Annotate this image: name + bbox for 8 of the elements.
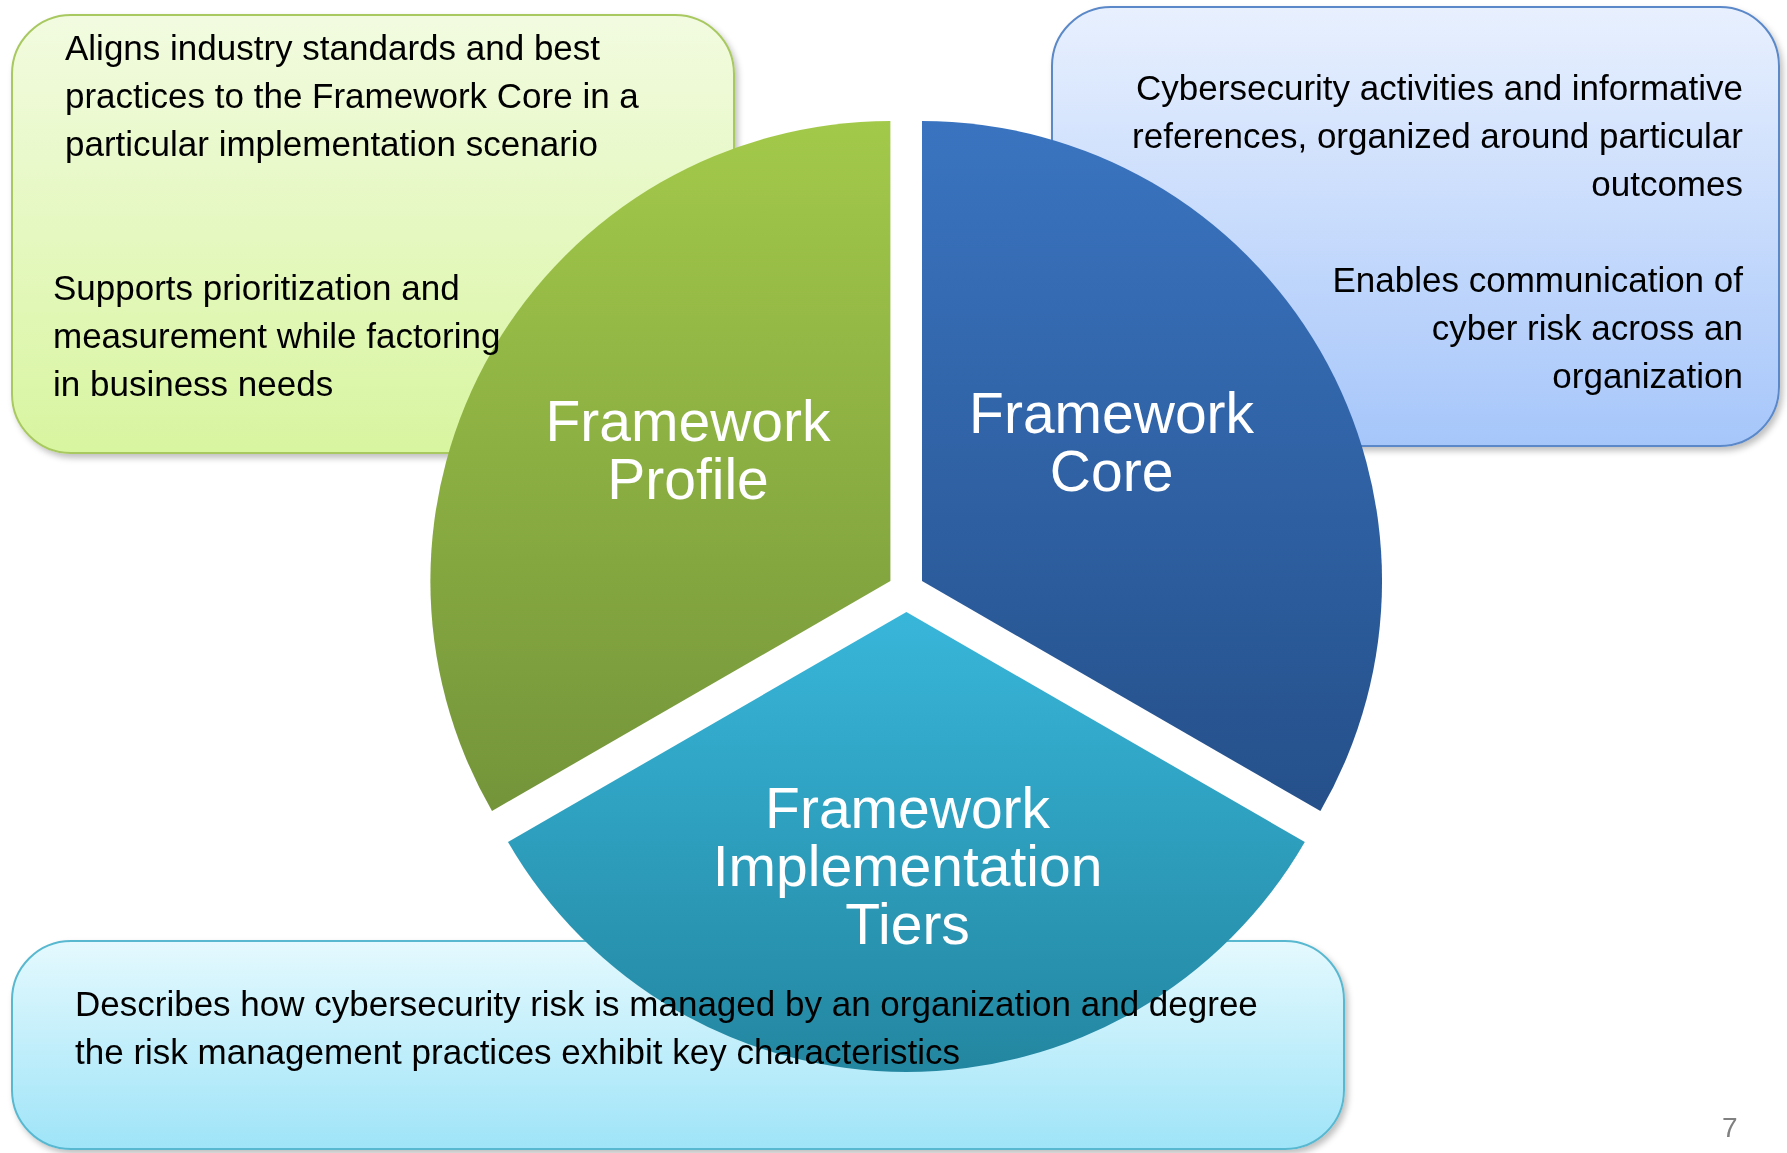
segment-title: Framework Implementation Tiers: [711, 779, 1104, 953]
description-text: Supports prioritization and measurement while factoring in business needs: [53, 267, 502, 405]
segment-title: Framework Profile: [544, 392, 832, 508]
page-number: 7: [1722, 1112, 1738, 1144]
segment-title: Framework Core: [968, 384, 1256, 500]
description-text: Enables communication of cyber risk across an organization: [1331, 259, 1743, 397]
description-text: Cybersecurity activities and informative references, organized around particular outcomes: [1131, 67, 1743, 205]
description-text: Aligns industry standards and best practices to the Framework Core in a particular implementation scenario: [65, 27, 640, 165]
